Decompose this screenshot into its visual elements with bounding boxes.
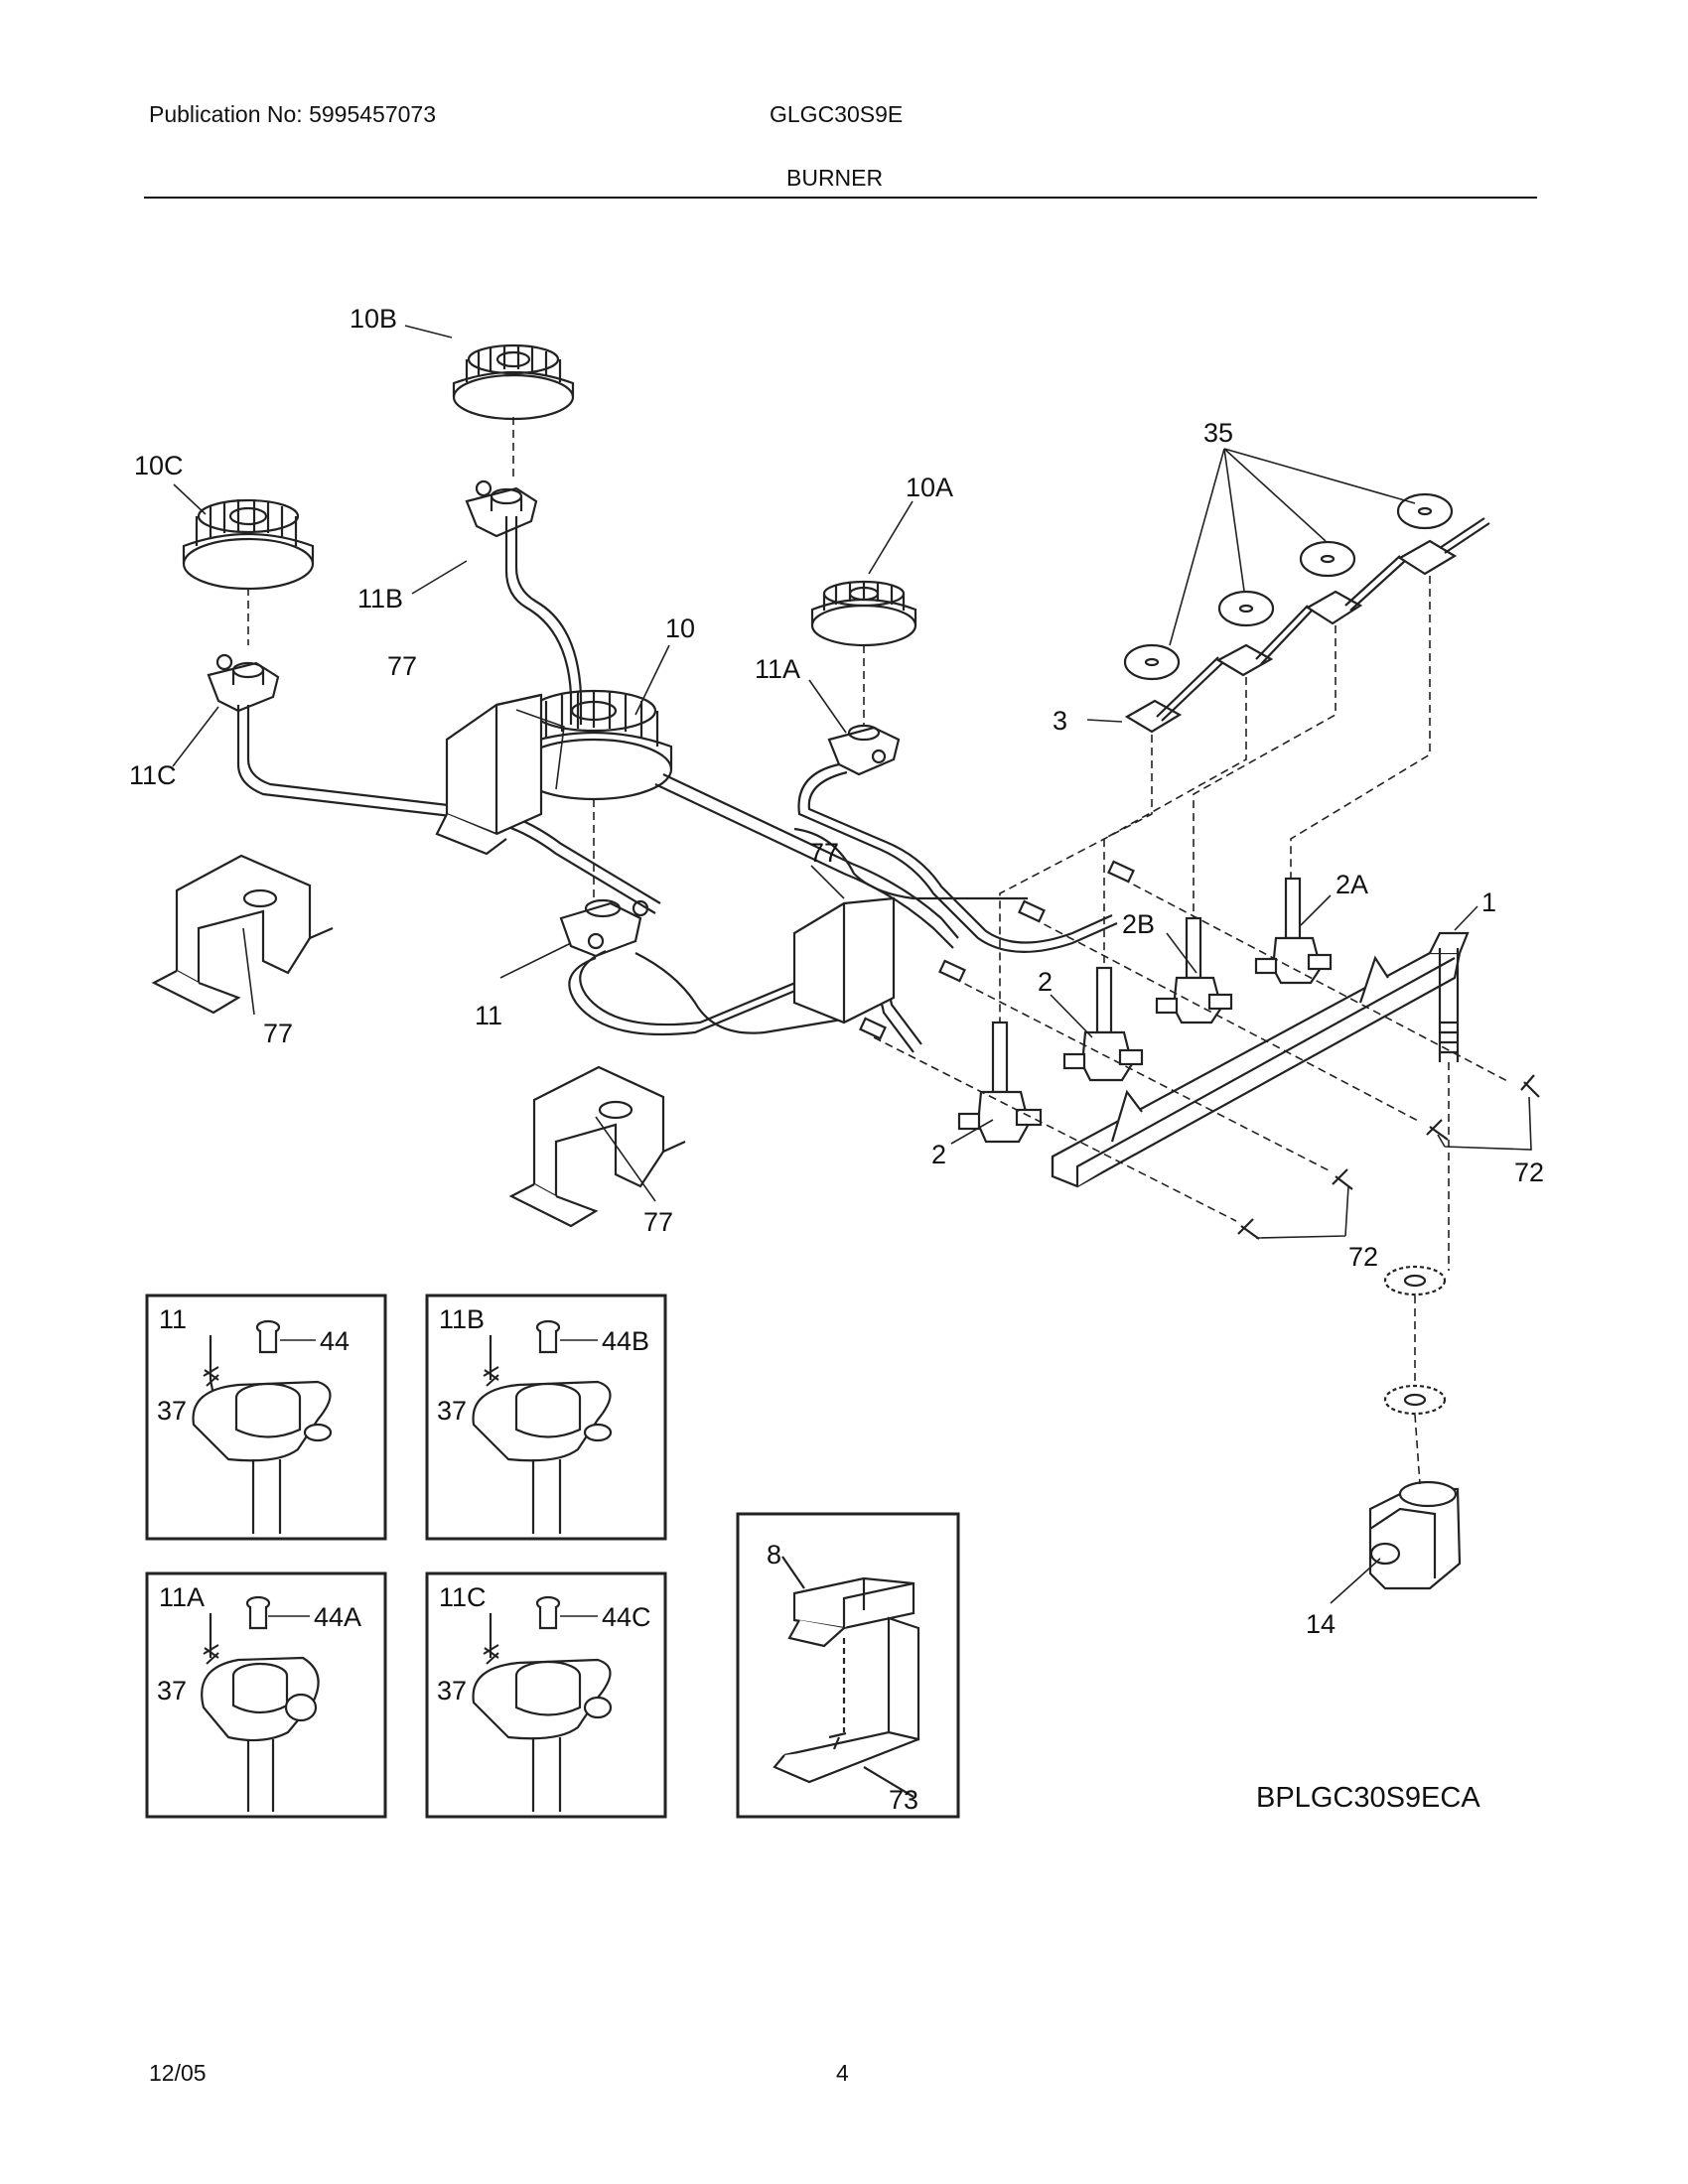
- pressure-regulator-14: [1368, 1480, 1462, 1590]
- callout-10A: 10A: [906, 473, 953, 502]
- screws-72: [1237, 1074, 1540, 1240]
- callout-11: 11: [475, 1001, 502, 1030]
- callout-72-left: 72: [1348, 1242, 1378, 1272]
- footer-date: 12/05: [149, 2060, 207, 2086]
- inset-title-11: 11: [159, 1304, 187, 1334]
- section-title: BURNER: [786, 165, 884, 191]
- callout-72-right: 72: [1514, 1158, 1544, 1187]
- footer-page: 4: [836, 2060, 849, 2086]
- callout-2-right: 2: [1038, 967, 1053, 997]
- callout-2A: 2A: [1336, 870, 1368, 899]
- inset-cap-44B: 44B: [602, 1326, 649, 1356]
- callout-77-top: 77: [387, 651, 417, 681]
- heat-shield-77-top: [435, 693, 543, 856]
- burner-head-10C: [182, 498, 315, 591]
- callout-11C: 11C: [129, 760, 177, 790]
- burner-base-11C: [207, 653, 280, 713]
- leader-lines: [172, 325, 1532, 1604]
- inset-cap-44A: 44A: [314, 1602, 361, 1632]
- inset-frames: [145, 1294, 960, 1819]
- inset-closeup-11A: [201, 1595, 320, 1812]
- valve-2-right: [1062, 966, 1144, 1082]
- callout-11B: 11B: [357, 584, 403, 614]
- valve-2-left: [957, 1021, 1043, 1144]
- inset-screws: [203, 1366, 499, 1665]
- inset-screw-37-d: 37: [437, 1676, 467, 1706]
- callout-10C: 10C: [134, 451, 184, 480]
- callout-2-left: 2: [931, 1140, 946, 1169]
- callout-10: 10: [665, 614, 695, 643]
- callout-35: 35: [1203, 418, 1233, 448]
- fittings: [859, 860, 1135, 1040]
- inset-title-11C: 11C: [439, 1582, 487, 1612]
- inset-leader-lines: [268, 1339, 598, 1617]
- model-number: GLGC30S9E: [770, 101, 904, 127]
- switch-harness: [1123, 492, 1490, 734]
- header-rule: [144, 197, 1537, 199]
- valve-2A: [1254, 877, 1333, 985]
- inset-title-11B: 11B: [439, 1304, 485, 1334]
- heat-shield-77-mid: [792, 896, 896, 1024]
- module-bracket-73: [773, 1616, 920, 1798]
- spark-module-8: [781, 1556, 915, 1648]
- callout-77-bottom: 77: [643, 1207, 673, 1237]
- diagram-code: BPLGC30S9ECA: [1256, 1782, 1480, 1814]
- inset-cap-44C: 44C: [602, 1602, 651, 1632]
- gaskets: [1383, 1265, 1447, 1416]
- burner-base-11: [559, 898, 649, 958]
- burner-head-10A: [810, 580, 917, 647]
- burner-head-10B: [452, 343, 575, 421]
- callout-77-left: 77: [263, 1019, 293, 1048]
- callout-11A: 11A: [755, 654, 800, 684]
- callout-8: 8: [767, 1540, 781, 1570]
- callout-1: 1: [1481, 887, 1496, 917]
- inset-screw-37-c: 37: [157, 1676, 187, 1706]
- callout-10B: 10B: [350, 304, 397, 334]
- callout-14: 14: [1306, 1609, 1336, 1639]
- burner-base-11A: [827, 724, 901, 776]
- heat-shield-77-left: [151, 854, 334, 1015]
- callout-labels: 10B 10C 10A 10 11B 11C 11A 11 35 3 77 77…: [129, 304, 1544, 1815]
- inset-closeup-11B: [472, 1319, 613, 1534]
- inset-closeup-11: [192, 1319, 333, 1534]
- inset-cap-44: 44: [320, 1326, 350, 1356]
- publication-number: Publication No: 5995457073: [149, 101, 437, 127]
- gas-tubes: [236, 516, 1118, 1053]
- burner-base-11B: [465, 479, 538, 538]
- callout-73: 73: [889, 1785, 918, 1815]
- callout-2B: 2B: [1122, 909, 1155, 939]
- callout-77-mid: 77: [809, 838, 839, 868]
- inset-screw-37-b: 37: [437, 1396, 467, 1426]
- inset-title-11A: 11A: [159, 1582, 205, 1612]
- inset-closeup-11C: [472, 1595, 613, 1812]
- alignment-lines: [247, 417, 1510, 1485]
- inset-screw-37-a: 37: [157, 1396, 187, 1426]
- valve-2B: [1155, 916, 1233, 1024]
- manifold-1: [1051, 931, 1470, 1188]
- heat-shield-77-bottom: [508, 1065, 686, 1228]
- callout-3: 3: [1053, 706, 1067, 736]
